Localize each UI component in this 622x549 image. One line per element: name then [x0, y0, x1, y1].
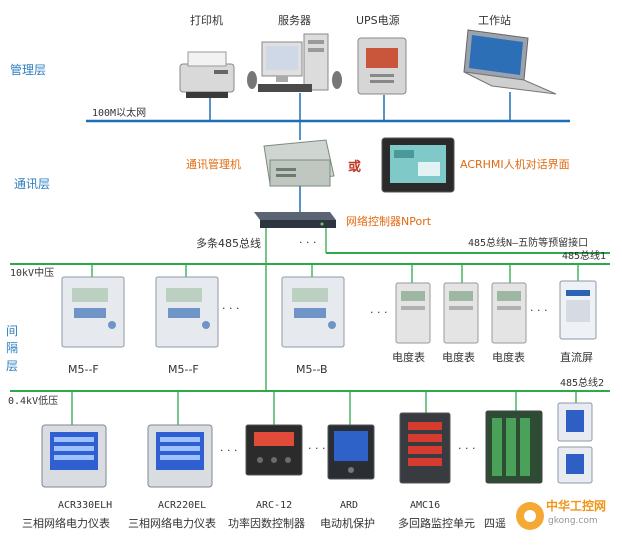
hmi-panel-icon	[381, 137, 455, 193]
layer-management-label: 管理层	[10, 62, 46, 77]
low-desc-1: 三相网络电力仪表	[22, 516, 110, 530]
low-ellipsis-2: · · ·	[308, 442, 325, 455]
bay-ellipsis-1: · · ·	[222, 302, 239, 315]
acr330elh-meter-icon	[41, 424, 107, 488]
m5-relay-2-icon	[155, 276, 219, 348]
bay-10kv-device-2: M5--F	[168, 363, 199, 376]
bay-ellipsis-3: · · ·	[530, 304, 547, 317]
energy-meter-2-icon	[443, 282, 479, 344]
workstation-label: 工作站	[478, 13, 511, 27]
low-model-3: ARC-12	[256, 500, 292, 511]
m5-relay-1-icon	[61, 276, 125, 348]
printer-icon	[179, 51, 235, 98]
low-ellipsis-1: · · ·	[220, 444, 237, 457]
nport-ellipsis: · · ·	[299, 236, 316, 249]
arc12-controller-icon	[245, 424, 303, 476]
bay-10kv-device-3: M5--B	[296, 363, 328, 376]
remote-io-module-icon	[485, 410, 543, 484]
low-model-2: ACR220EL	[158, 500, 206, 511]
acr220el-meter-icon	[147, 424, 213, 488]
comm-manager-label: 通讯管理机	[186, 157, 241, 171]
energy-meter-1-icon	[395, 282, 431, 344]
ethernet-label: 100M以太网	[92, 106, 146, 119]
dc-panel-icon	[559, 280, 597, 340]
comm-manager-icon	[263, 139, 335, 187]
bus-n-label: 485总线N—五防等预留接口	[468, 236, 588, 249]
low-desc-5: 多回路监控单元	[398, 516, 475, 530]
laptop-icon	[463, 29, 557, 95]
or-label: 或	[348, 159, 361, 175]
server-label: 服务器	[278, 14, 311, 27]
layer-bay-label-3: 层	[6, 359, 18, 373]
bay-10kv-label: 10kV中压	[10, 266, 54, 279]
server-icon	[247, 33, 342, 92]
multi-485-label: 多条485总线	[196, 236, 261, 250]
low-desc-3: 功率因数控制器	[228, 516, 305, 530]
ups-label: UPS电源	[356, 13, 400, 27]
printer-label: 打印机	[190, 13, 223, 27]
bay-ellipsis-2: · · ·	[370, 306, 387, 319]
layer-bay-label-1: 间	[6, 324, 18, 338]
watermark-url: gkong.com	[548, 516, 598, 526]
bus-2-label: 485总线2	[560, 376, 604, 389]
ard-protector-icon	[327, 424, 375, 480]
low-model-4: ARD	[340, 500, 358, 511]
low-desc-2: 三相网络电力仪表	[128, 516, 216, 530]
nport-icon	[254, 212, 336, 228]
bay-10kv-device-1: M5--F	[68, 363, 99, 376]
breaker-module-icon	[557, 402, 593, 484]
ups-icon	[357, 37, 407, 95]
m5-relay-3-icon	[281, 276, 345, 348]
low-model-5: AMC16	[410, 500, 440, 511]
bay-10kv-device-7: 直流屏	[560, 350, 593, 364]
energy-meter-3-icon	[491, 282, 527, 344]
bay-10kv-device-6: 电度表	[492, 350, 525, 364]
bus-1-label: 485总线1	[562, 249, 606, 262]
layer-communication-label: 通讯层	[14, 177, 50, 191]
low-ellipsis-3: · · ·	[458, 442, 475, 455]
bay-04kv-label: 0.4kV低压	[8, 394, 58, 407]
low-desc-4: 电动机保护	[320, 516, 375, 530]
gkong-watermark-logo: 中华工控网 gkong.com	[516, 498, 606, 530]
bay-10kv-device-4: 电度表	[392, 350, 425, 364]
low-desc-6: 四遥	[484, 517, 506, 530]
watermark-brand: 中华工控网	[546, 498, 606, 513]
hmi-label: ACRHMI人机对话界面	[460, 157, 570, 171]
layer-bay-label-2: 隔	[6, 341, 18, 355]
amc16-unit-icon	[399, 412, 451, 484]
nport-label: 网络控制器NPort	[346, 214, 432, 228]
bay-10kv-device-5: 电度表	[442, 350, 475, 364]
low-model-1: ACR330ELH	[58, 500, 112, 511]
